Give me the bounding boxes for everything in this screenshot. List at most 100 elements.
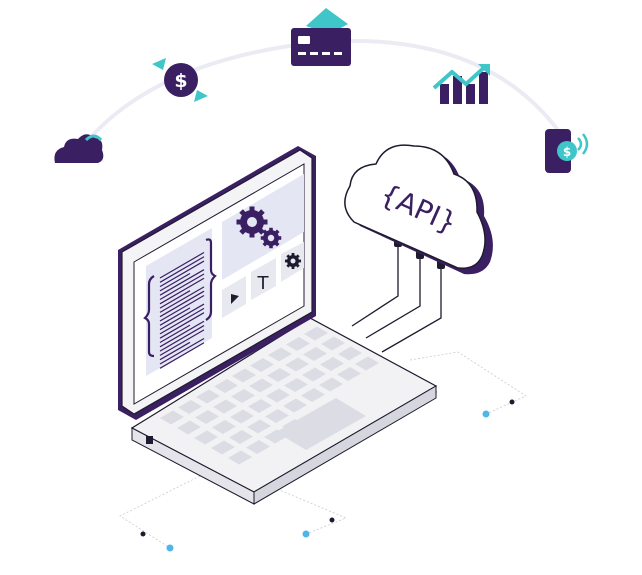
gears-icon — [236, 206, 282, 249]
keyboard-key — [250, 358, 274, 372]
usb-port — [146, 436, 153, 444]
code-line — [159, 272, 191, 292]
keyboard-key — [231, 389, 255, 403]
code-braces-icon — [143, 238, 217, 358]
keyboard-key — [212, 420, 236, 434]
gear-tooth — [273, 240, 280, 247]
gear-tooth — [284, 259, 289, 263]
keyboard-key — [248, 399, 272, 413]
play-icon — [231, 294, 239, 304]
code-line — [159, 286, 205, 313]
keyboard-key — [266, 388, 290, 403]
screen-buttons: T — [222, 242, 304, 318]
gear-tooth — [291, 265, 295, 270]
keyboard-key — [229, 430, 253, 444]
code-line — [159, 320, 205, 348]
gear-tooth — [256, 209, 265, 218]
keyboard-key — [230, 409, 254, 424]
gear-tooth — [239, 226, 248, 235]
keyboard-key — [249, 378, 273, 393]
code-line — [159, 329, 205, 356]
keyboard-key — [211, 440, 235, 455]
code-line — [159, 307, 191, 326]
keyboard-key — [283, 398, 307, 413]
keyboard-key — [268, 347, 292, 362]
keyboard-key — [284, 378, 308, 392]
api-cables — [351, 244, 442, 353]
keyboard-key — [177, 420, 201, 435]
code-line — [159, 303, 205, 331]
gear-tooth — [236, 219, 244, 225]
keyboard-key — [232, 368, 256, 383]
code-line — [159, 290, 205, 318]
keyboard-key — [355, 356, 379, 371]
code-line — [159, 324, 191, 344]
gear-icon — [284, 252, 302, 270]
code-line — [159, 290, 191, 309]
code-line — [159, 256, 205, 283]
keyboard-key — [160, 410, 184, 425]
svg-text:$: $ — [174, 70, 187, 92]
code-line — [159, 294, 205, 322]
keyboard-key — [337, 367, 361, 381]
keyboard-key — [301, 388, 325, 402]
svg-text:$: $ — [563, 145, 571, 159]
gear-tooth — [286, 262, 292, 268]
keyboard-key — [196, 389, 220, 404]
gear-tooth — [297, 259, 302, 263]
code-panel — [143, 228, 217, 376]
code-line — [159, 307, 205, 335]
keyboard-key — [214, 379, 238, 393]
code-lines — [159, 251, 205, 369]
gear-tooth — [269, 227, 273, 233]
code-line — [159, 341, 191, 361]
keyboard-key — [302, 367, 326, 382]
keyboard-key — [194, 430, 218, 445]
keyboard-key — [304, 326, 328, 341]
gear-tooth — [239, 209, 248, 218]
gear-tooth — [276, 236, 282, 240]
cloud-icon — [54, 134, 104, 163]
keyboard-key — [286, 337, 310, 351]
gear-tooth — [269, 243, 273, 249]
gear-tooth — [286, 254, 292, 260]
code-line — [159, 277, 205, 305]
gear-tooth — [249, 230, 255, 238]
keyboard-key — [285, 357, 309, 372]
keyboard-key — [195, 410, 219, 424]
gear-tooth — [294, 254, 300, 260]
code-line — [159, 325, 205, 352]
growth-chart-icon — [432, 64, 490, 104]
keyboard-key — [213, 399, 237, 414]
code-line — [159, 260, 205, 288]
keyboard-key — [247, 419, 271, 434]
gear-tooth — [273, 229, 280, 236]
keyboard-key — [320, 357, 344, 371]
keyboard-key — [246, 440, 270, 454]
keyboard-key — [265, 409, 289, 423]
settings-panel — [222, 174, 304, 280]
keyboard-key — [178, 400, 202, 414]
gear-tooth — [256, 226, 265, 235]
mobile-payment-icon: $ — [545, 129, 589, 173]
gear-tooth — [260, 236, 266, 240]
network-nodes — [140, 399, 515, 552]
dollar-exchange-icon: $ — [152, 58, 208, 102]
text-icon: T — [257, 273, 270, 294]
keyboard-key — [228, 450, 252, 465]
keyboard — [160, 326, 379, 465]
ground-lines — [119, 351, 527, 549]
keyboard-key — [267, 368, 291, 382]
keyboard-key — [338, 346, 362, 361]
gear-tooth — [291, 252, 295, 257]
code-line — [159, 312, 205, 339]
keyboard-key — [319, 377, 343, 392]
code-line — [159, 269, 205, 296]
trackpad — [276, 398, 366, 450]
gear-tooth — [294, 262, 300, 268]
api-cloud: {API} — [344, 144, 493, 275]
keyboard-key — [303, 347, 327, 361]
code-line — [159, 251, 205, 279]
